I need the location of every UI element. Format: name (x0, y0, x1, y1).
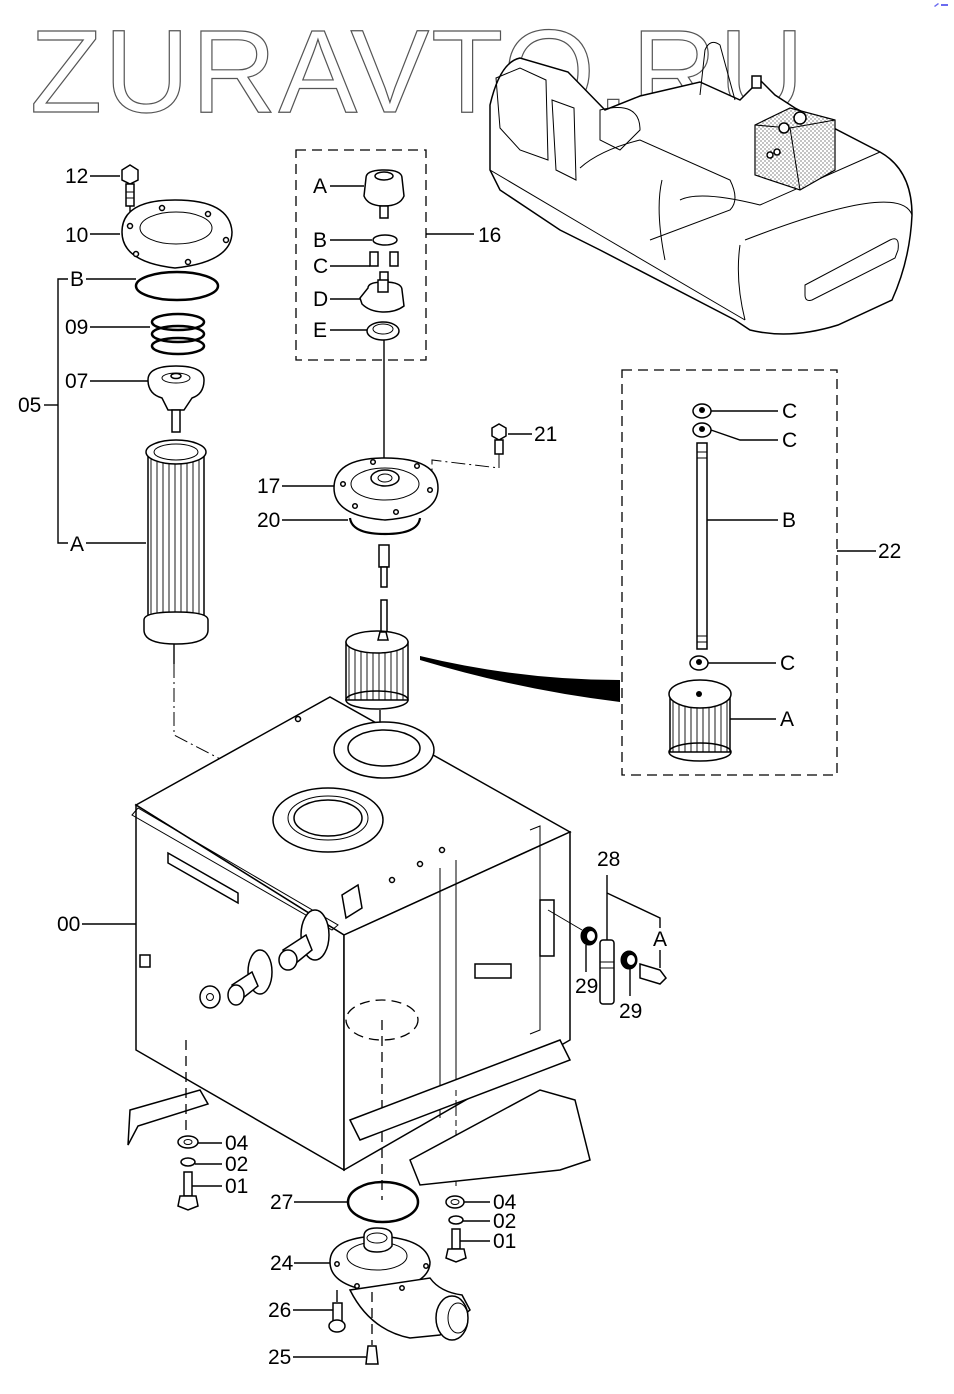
part-29-bushing-1 (580, 926, 598, 946)
callout-09: 09 (65, 316, 88, 339)
callout-27: 27 (270, 1191, 293, 1214)
part-24-suction-elbow (329, 1227, 471, 1341)
part-22C-nut-2 (692, 422, 712, 438)
callout-22A: A (780, 708, 794, 731)
part-27-oring (346, 1180, 420, 1224)
part-20-seal (348, 517, 422, 536)
tank-pipe-2 (227, 949, 273, 1006)
part-22A-filter (668, 679, 732, 762)
part-05A-filter-element (143, 439, 209, 664)
part-22B-stud (696, 442, 708, 650)
callout-22C-2: C (782, 429, 797, 452)
callout-05B: B (70, 268, 84, 291)
callout-22C-1: C (782, 400, 797, 423)
callout-16E: E (313, 319, 327, 342)
callout-16A: A (313, 175, 327, 198)
tank-port-suction (333, 721, 435, 779)
callout-01b: 01 (493, 1230, 516, 1253)
callout-22C-3: C (780, 652, 795, 675)
suction-filter (345, 630, 409, 710)
callout-02a: 02 (225, 1153, 248, 1176)
callout-28A: A (653, 928, 667, 951)
part-01-bolt-right (445, 1228, 467, 1263)
tank-pipe-1 (278, 909, 330, 971)
part-22C-nut-1 (692, 403, 712, 419)
part-21-bolt (491, 423, 507, 455)
part-04-washer-left (177, 1135, 199, 1149)
callout-25: 25 (268, 1346, 291, 1369)
part-00-tank (127, 696, 591, 1200)
part-07-valve (147, 365, 205, 433)
pointer-wedge (420, 656, 620, 702)
callout-00: 00 (57, 913, 80, 936)
part-04-washer-right (445, 1195, 465, 1209)
callout-10: 10 (65, 224, 88, 247)
callout-21: 21 (534, 423, 557, 446)
callout-16D: D (313, 288, 328, 311)
callout-07: 07 (65, 370, 88, 393)
callout-28: 28 (597, 848, 620, 871)
part-25-plug (365, 1292, 379, 1365)
part-16B-seal (372, 234, 398, 246)
callout-26: 26 (268, 1299, 291, 1322)
part-16A-breather-cap (363, 169, 405, 219)
excavator-overview (489, 41, 913, 335)
callout-22: 22 (878, 540, 901, 563)
part-09-spring (150, 312, 206, 356)
part-02-lockwasher-left (180, 1157, 196, 1167)
callout-02b: 02 (493, 1210, 516, 1233)
callout-24: 24 (270, 1252, 294, 1275)
part-28A-bolt (639, 962, 667, 985)
center-rod (378, 544, 390, 633)
tank-port-return (272, 787, 384, 853)
callout-29a: 29 (575, 975, 598, 998)
part-22C-nut-3 (689, 655, 709, 671)
callout-22B: B (782, 509, 796, 532)
callout-12: 12 (65, 165, 88, 188)
callout-04a: 04 (225, 1132, 249, 1155)
part-28-latch (599, 875, 615, 1005)
pencil-icon (934, 3, 948, 7)
part-01-bolt-left (177, 1171, 199, 1211)
callout-01a: 01 (225, 1175, 248, 1198)
group-16-box (295, 149, 427, 361)
callout-16B: B (313, 229, 327, 252)
callout-16: 16 (478, 224, 501, 247)
part-02-lockwasher-right (448, 1215, 464, 1225)
callout-20: 20 (257, 509, 280, 532)
part-26-bolt (328, 1290, 346, 1333)
callout-17: 17 (257, 475, 280, 498)
callout-04b: 04 (493, 1191, 517, 1214)
group-05-bracket (57, 278, 68, 544)
callout-16C: C (313, 255, 328, 278)
tank-drain-plug (199, 985, 221, 1009)
part-16E-ring (366, 321, 400, 341)
part-10-cover-plate (121, 199, 233, 269)
part-29-bushing-2 (620, 950, 638, 970)
callout-05A: A (70, 533, 84, 556)
callout-29b: 29 (619, 1000, 642, 1023)
part-17-flange (333, 457, 439, 521)
group-22-box (621, 369, 838, 776)
callout-05: 05 (18, 394, 41, 417)
part-16D-base (359, 279, 405, 313)
part-05B-oring (134, 270, 220, 302)
